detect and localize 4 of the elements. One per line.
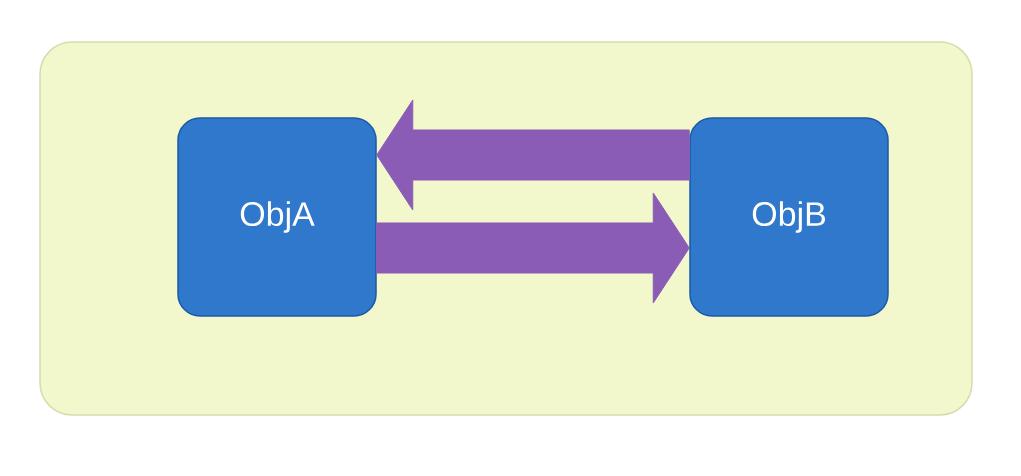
block-arrow	[376, 192, 690, 304]
object-box: ObjA	[177, 117, 377, 317]
object-box: ObjB	[689, 117, 889, 317]
block-arrow	[376, 99, 690, 211]
